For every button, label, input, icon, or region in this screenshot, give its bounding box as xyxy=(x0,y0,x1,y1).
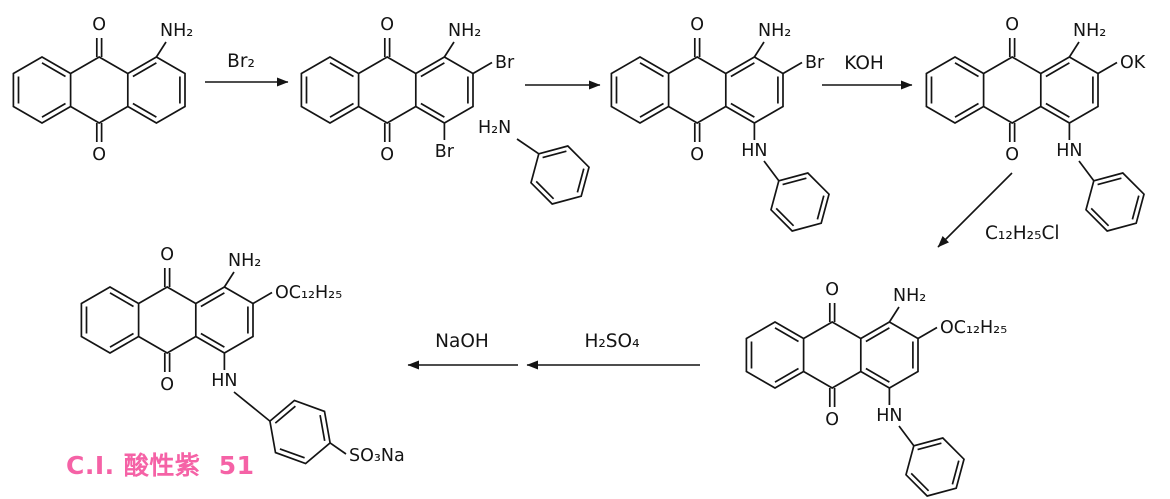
pos2-bond xyxy=(917,326,938,340)
structure-3: O O NH₂ Br HN xyxy=(610,15,829,231)
anilino-group xyxy=(889,388,964,496)
reagent-label-h2so4: H₂SO₄ xyxy=(584,331,639,352)
reaction-step-1: Br₂ xyxy=(205,51,289,87)
structure-1: O O NH₂ xyxy=(12,15,193,165)
reaction-step-4: C₁₂H₂₅Cl xyxy=(937,172,1060,248)
anthraquinone-skeleton xyxy=(610,37,784,143)
aniline-cn-bond xyxy=(516,138,540,155)
pos2-substituent-label: OC₁₂H₂₅ xyxy=(940,318,1007,338)
anthraquinone-skeleton xyxy=(12,37,186,143)
reaction-step-5: H₂SO₄ xyxy=(526,331,700,370)
phenylene-ring xyxy=(268,399,332,465)
anilino-nh-label: HN xyxy=(876,406,902,426)
pos2-substituent-label: OC₁₂H₂₅ xyxy=(275,283,342,303)
carbonyl-o-bottom-label: O xyxy=(1005,145,1019,165)
anthraquinone-skeleton xyxy=(300,37,474,143)
amine-label: NH₂ xyxy=(893,286,926,306)
amine-label: NH₂ xyxy=(758,21,791,41)
anilino-nh-label: HN xyxy=(1056,141,1082,161)
anthraquinone-skeleton xyxy=(80,267,254,373)
anthraquinone-skeleton xyxy=(925,37,1099,143)
pos4-substituent-label: Br xyxy=(435,142,455,162)
phenylene-double-bonds xyxy=(274,405,326,459)
carbonyl-o-top-label: O xyxy=(380,15,394,35)
amine-label: NH₂ xyxy=(228,251,261,271)
anthraquinone-skeleton xyxy=(745,302,919,408)
reaction-step-3: KOH xyxy=(822,53,913,90)
anilino-bonds xyxy=(223,353,271,422)
carbonyl-o-top-label: O xyxy=(160,245,174,265)
structure-6-product: O O NH₂ OC₁₂H₂₅ HN SO₃Na xyxy=(80,245,405,466)
reagent-label-br2: Br₂ xyxy=(227,51,255,72)
reagent-label-naoh: NaOH xyxy=(435,331,489,352)
phenyl-ring xyxy=(530,145,590,205)
reaction-step-2: H₂N xyxy=(478,80,601,205)
aniline-amine-label: H₂N xyxy=(478,118,511,138)
carbonyl-o-top-label: O xyxy=(1005,15,1019,35)
carbonyl-o-bottom-label: O xyxy=(160,375,174,395)
structure-2: O O NH₂ Br Br xyxy=(300,15,515,165)
anilino-nh-label: HN xyxy=(741,141,767,161)
carbonyl-o-top-label: O xyxy=(92,15,106,35)
carbonyl-o-bottom-label: O xyxy=(825,410,839,430)
dye-name-caption: C.I. 酸性紫 51 xyxy=(66,451,255,480)
carbonyl-o-bottom-label: O xyxy=(92,145,106,165)
pos2-substituent-label: Br xyxy=(495,53,515,73)
structure-5: O O NH₂ OC₁₂H₂₅ HN xyxy=(745,280,1007,496)
anilino-nh-label: HN xyxy=(211,371,237,391)
carbonyl-o-bottom-label: O xyxy=(380,145,394,165)
pos2-bond xyxy=(252,291,273,305)
amine-label: NH₂ xyxy=(448,21,481,41)
structure-4: O O NH₂ OK HN xyxy=(925,15,1146,231)
anilino-group xyxy=(1069,123,1144,231)
amine-label: NH₂ xyxy=(1073,21,1106,41)
carbonyl-o-top-label: O xyxy=(825,280,839,300)
substituent-bonds xyxy=(443,61,493,140)
reagent-label-c12h25cl: C₁₂H₂₅Cl xyxy=(985,223,1060,244)
anilino-group xyxy=(754,123,829,231)
carbonyl-o-top-label: O xyxy=(690,15,704,35)
reaction-arrow-4 xyxy=(937,172,1013,248)
pos2-bond xyxy=(782,61,803,75)
amine-label: NH₂ xyxy=(160,21,193,41)
pos2-bond xyxy=(1097,61,1118,75)
sulfonate-label: SO₃Na xyxy=(349,446,405,466)
pos2-substituent-label: Br xyxy=(805,53,825,73)
sulfo-bond xyxy=(329,442,347,455)
carbonyl-o-bottom-label: O xyxy=(690,145,704,165)
aniline-reagent: H₂N xyxy=(478,118,590,205)
reaction-step-6: NaOH xyxy=(407,331,518,370)
pos2-substituent-label: OK xyxy=(1120,53,1146,73)
reagent-label-koh: KOH xyxy=(844,53,884,74)
